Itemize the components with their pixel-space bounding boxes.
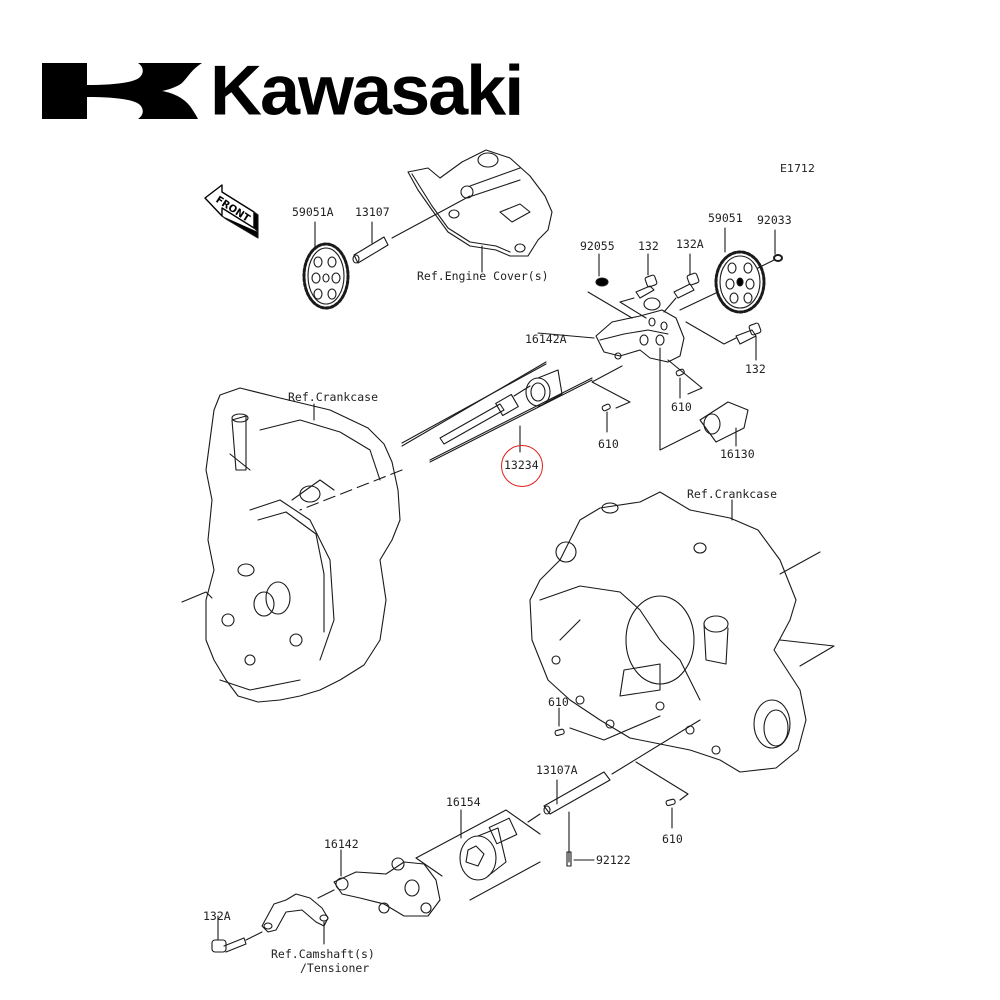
dowel-610-lower-left-drawing	[554, 707, 661, 741]
ref-camshaft-line1: Ref.Camshaft(s)	[271, 947, 375, 961]
part-label-13107[interactable]: 13107	[355, 205, 390, 219]
kawasaki-river-mark-icon	[42, 63, 202, 119]
part-label-132-right[interactable]: 132	[745, 362, 766, 376]
diagram-code: E1712	[780, 162, 815, 175]
crankcase-left-drawing	[181, 387, 401, 703]
part-label-92122[interactable]: 92122	[596, 853, 631, 867]
fitting-16130-drawing	[659, 347, 749, 451]
part-label-13234[interactable]: 13234	[504, 458, 539, 472]
engine-cover-drawing	[407, 149, 553, 273]
part-label-59051[interactable]: 59051	[708, 211, 743, 225]
part-label-16142[interactable]: 16142	[324, 837, 359, 851]
part-label-610-lower-right[interactable]: 610	[662, 832, 683, 846]
ref-crankcase-right: Ref.Crankcase	[687, 487, 778, 501]
pump-body-16142a-drawing	[537, 297, 685, 363]
highlight-circle	[501, 445, 543, 487]
bolt-132-right-drawing	[685, 321, 762, 361]
front-arrow-icon: FRONT	[204, 184, 259, 239]
bolt-132-upper-drawing	[619, 253, 658, 319]
camshaft-tensioner-bracket-drawing	[261, 893, 329, 945]
sprocket-59051a-drawing	[302, 221, 350, 310]
part-label-610-lower-left[interactable]: 610	[548, 695, 569, 709]
bolt-132a-upper-drawing	[663, 253, 700, 313]
part-label-610-upper-right[interactable]: 610	[671, 400, 692, 414]
kawasaki-wordmark: Kawasaki	[210, 51, 524, 131]
crankcase-right-drawing	[529, 491, 835, 773]
pin-13107-drawing	[352, 195, 471, 264]
ref-camshaft-line2: /Tensioner	[300, 961, 370, 975]
part-label-92055[interactable]: 92055	[580, 239, 615, 253]
ref-engine-cover: Ref.Engine Cover(s)	[417, 269, 549, 283]
part-label-132-upper[interactable]: 132	[638, 239, 659, 253]
part-label-13107a[interactable]: 13107A	[536, 763, 578, 777]
ref-crankcase-left: Ref.Crankcase	[288, 390, 379, 404]
dowel-610-upper-mid-drawing	[591, 365, 631, 433]
part-label-59051a[interactable]: 59051A	[292, 205, 334, 219]
kawasaki-logo: Kawasaki	[42, 51, 524, 131]
part-label-132a-upper[interactable]: 132A	[676, 237, 704, 251]
part-label-132a-lower[interactable]: 132A	[203, 909, 231, 923]
part-label-16154[interactable]: 16154	[446, 795, 481, 809]
shaft-13107a-drawing	[543, 719, 701, 863]
part-label-610-upper-mid[interactable]: 610	[598, 437, 619, 451]
dowel-610-lower-right-drawing	[635, 761, 689, 829]
sprocket-59051-drawing	[679, 227, 766, 314]
washer-92055-drawing	[595, 277, 609, 287]
rotor-16154-drawing	[415, 809, 541, 901]
part-label-92033[interactable]: 92033	[757, 213, 792, 227]
circlip-92033-drawing	[773, 254, 783, 262]
part-label-16130[interactable]: 16130	[720, 447, 755, 461]
part-label-16142a[interactable]: 16142A	[525, 332, 567, 346]
pin-92122-drawing	[566, 851, 572, 867]
shaft-13234-drawing	[299, 361, 593, 511]
dowel-610-upper-right-drawing	[667, 359, 703, 399]
bolt-132a-lower-drawing	[211, 915, 263, 953]
pump-body-16142-drawing	[317, 849, 441, 917]
